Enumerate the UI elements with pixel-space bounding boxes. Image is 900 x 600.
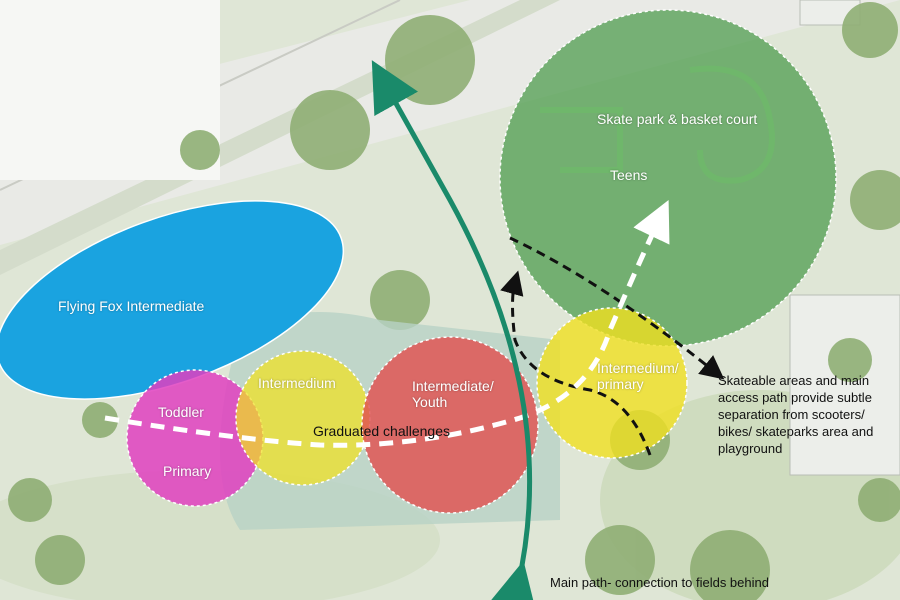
intermedium-label: Intermedium <box>258 375 336 391</box>
skate-park-label: Skate park & basket court <box>597 111 758 127</box>
skate-track <box>540 65 775 184</box>
intermedium-primary-zone <box>536 307 688 459</box>
skateable-note: Skateable areas and main access path pro… <box>718 373 874 456</box>
main-path-arrow <box>371 60 537 600</box>
intermedium-primary-label: Intermedium/ primary <box>597 360 679 393</box>
skate-park-zone <box>499 9 837 347</box>
flying-fox-label: Flying Fox Intermediate <box>58 298 205 314</box>
toddler-label: Toddler <box>158 404 204 420</box>
building <box>789 294 900 476</box>
primary-label: Primary <box>163 463 212 479</box>
intermedium-zone <box>235 350 371 486</box>
teens-label: Teens <box>610 167 648 183</box>
intermediate-youth-label: Intermediate/ Youth <box>412 378 494 411</box>
separation-path <box>509 236 725 380</box>
graduated-challenges-label: Graduated challenges <box>313 423 450 439</box>
main-path-label: Main path- connection to fields behind <box>550 575 769 590</box>
